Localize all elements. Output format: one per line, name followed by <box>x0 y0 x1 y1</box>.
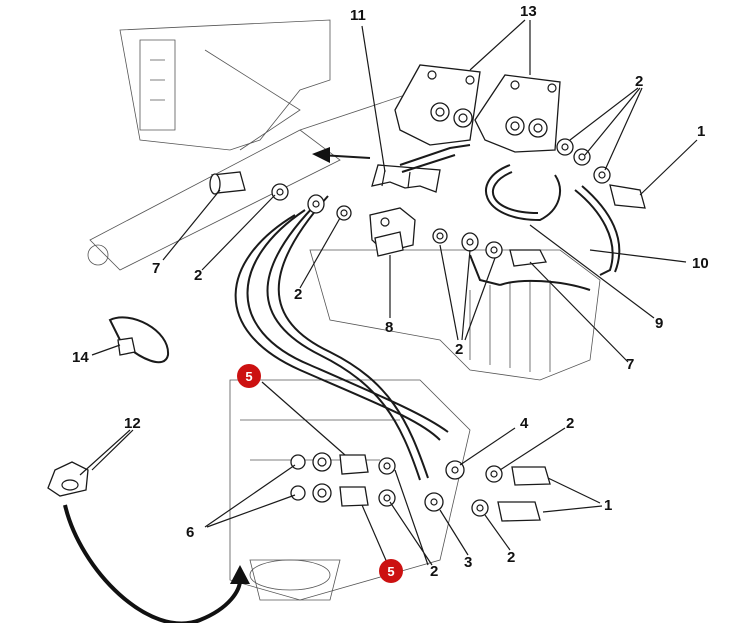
brake-caliper-left <box>394 64 481 146</box>
callout-10: 10 <box>692 255 709 272</box>
callout-2: 2 <box>294 286 303 303</box>
leader-lines <box>79 19 698 566</box>
callout-12: 12 <box>124 415 141 432</box>
callout-11: 11 <box>350 7 366 24</box>
callout-13: 13 <box>520 3 537 20</box>
callout-2: 2 <box>635 73 644 90</box>
hose-clip <box>108 316 170 364</box>
hose-bracket <box>371 164 441 193</box>
callout-5-badge: 5 <box>379 559 403 583</box>
cable-tie-clip <box>47 461 89 497</box>
brake-caliper-right <box>474 74 561 153</box>
engine-block <box>229 249 601 601</box>
brake-hoses <box>234 144 621 481</box>
callout-7: 7 <box>152 260 161 277</box>
callout-14: 14 <box>72 349 89 366</box>
callout-9: 9 <box>655 315 664 332</box>
callout-2: 2 <box>194 267 203 284</box>
callout-4: 4 <box>520 415 529 432</box>
callout-2: 2 <box>507 549 516 566</box>
large-curved-arrow <box>63 504 250 623</box>
frame-outline <box>87 19 421 271</box>
brake-line-union <box>369 207 416 257</box>
callout-3: 3 <box>464 554 473 571</box>
callout-7: 7 <box>626 356 635 373</box>
banjo-bolts-and-washers <box>209 138 646 522</box>
callout-2: 2 <box>430 563 439 580</box>
callout-2: 2 <box>455 341 464 358</box>
callout-5-badge: 5 <box>237 364 261 388</box>
callout-6: 6 <box>186 524 195 541</box>
direction-arrow <box>312 147 371 163</box>
callout-2: 2 <box>566 415 575 432</box>
callout-8: 8 <box>385 319 394 336</box>
callout-1: 1 <box>697 123 706 140</box>
callout-1: 1 <box>604 497 613 514</box>
